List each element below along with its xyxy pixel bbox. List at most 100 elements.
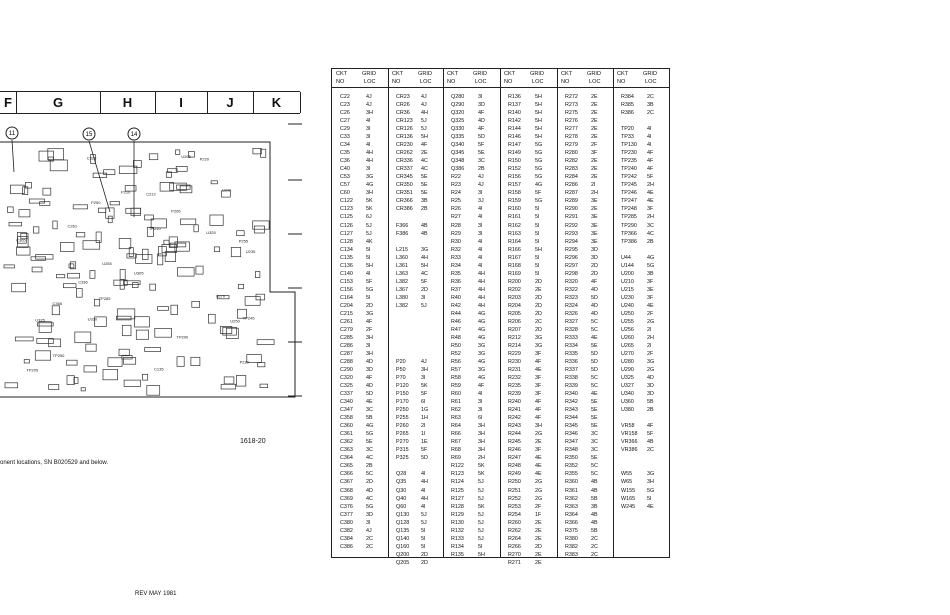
- grid-location: 5I: [535, 206, 540, 213]
- circuit-number: R56: [451, 359, 461, 365]
- grid-location: 2H: [647, 334, 654, 341]
- board-component: [176, 356, 185, 367]
- grid-location: 4E: [647, 503, 654, 510]
- board-component: [159, 182, 174, 192]
- board-component: [230, 247, 242, 258]
- grid-location: 5E: [366, 439, 373, 446]
- grid-location: 5E: [478, 150, 485, 157]
- circuit-number: Q60: [396, 503, 407, 510]
- circuit-number: Q345: [451, 150, 465, 157]
- grid-location: 5F: [535, 190, 542, 197]
- grid-location: 5H: [535, 134, 542, 141]
- circuit-number: R361: [565, 487, 578, 494]
- circuit-number: R251: [508, 487, 521, 494]
- grid-location: 3I: [366, 342, 371, 349]
- board-component: [116, 308, 136, 320]
- circuit-number: R125: [451, 487, 464, 494]
- board-component: [18, 209, 31, 218]
- circuit-number: R334: [565, 342, 578, 349]
- grid-location: 2D: [535, 543, 542, 550]
- circuit-number: C368: [340, 487, 353, 494]
- grid-location: 4I: [478, 391, 483, 398]
- circuit-number: P325: [396, 455, 409, 462]
- grid-location: 6J: [366, 214, 372, 221]
- grid-location: 4G: [366, 182, 374, 189]
- grid-location: 3H: [478, 439, 485, 446]
- board-component: [118, 165, 138, 174]
- circuit-number: R296: [565, 254, 578, 261]
- circuit-number: TP246: [621, 190, 637, 197]
- grid-location: 2B: [421, 206, 428, 213]
- header-no: NO: [504, 79, 513, 85]
- circuit-number: R134: [451, 543, 464, 550]
- grid-location: 5F: [366, 278, 373, 285]
- grid-location: 4H: [421, 479, 428, 486]
- circuit-number: R355: [565, 471, 578, 478]
- circuit-number: Q160: [396, 543, 410, 550]
- circuit-number: R160: [508, 206, 521, 213]
- circuit-number: R276: [565, 118, 578, 125]
- board-component: [133, 160, 142, 168]
- circuit-number: R291: [565, 214, 578, 221]
- circuit-number: U144: [621, 262, 634, 269]
- circuit-number: R214: [508, 342, 521, 349]
- grid-location: 5B: [591, 527, 598, 534]
- grid-location: 3F: [647, 294, 654, 301]
- grid-location: 3B: [421, 198, 428, 205]
- grid-location: 4F: [421, 142, 428, 149]
- circuit-number: L360: [396, 254, 408, 261]
- circuit-number: Q200: [396, 551, 410, 558]
- grid-location: 4G: [478, 310, 486, 317]
- grid-location: 3H: [478, 447, 485, 454]
- board-component: [174, 241, 190, 252]
- grid-location: 4J: [421, 94, 427, 100]
- grid-location: 3E: [591, 238, 598, 245]
- grid-location: 2D: [535, 294, 542, 301]
- grid-location: 2D: [421, 551, 428, 558]
- grid-location: 3C: [647, 222, 654, 229]
- grid-location: 2E: [535, 559, 542, 566]
- circuit-number: R35: [451, 270, 461, 277]
- grid-location: 2H: [591, 190, 598, 197]
- board-component: [132, 282, 139, 288]
- circuit-number: VR158: [621, 431, 638, 438]
- header-ckt: CKT: [336, 71, 348, 77]
- circuit-number: R250: [508, 479, 521, 486]
- grid-location: 4D: [647, 375, 654, 381]
- board-component: [103, 169, 116, 175]
- circuit-number: R162: [508, 222, 521, 229]
- circuit-number: CR336: [396, 158, 413, 165]
- grid-location: 5H: [535, 94, 542, 100]
- circuit-number: R344: [565, 415, 578, 422]
- grid-location: 4I: [366, 142, 371, 149]
- circuit-number: R37: [451, 286, 461, 293]
- header-loc: LOC: [475, 79, 487, 85]
- grid-location: 5C: [591, 463, 598, 470]
- grid-location: 3I: [421, 375, 426, 381]
- grid-location: 3E: [647, 286, 654, 293]
- circuit-number: C127: [340, 230, 353, 237]
- circuit-number: R280: [565, 150, 578, 157]
- grid-location: 4C: [647, 230, 654, 237]
- circuit-number: R287: [565, 190, 578, 197]
- circuit-number: R375: [565, 527, 578, 534]
- grid-location: 2G: [535, 479, 543, 486]
- grid-location: 5J: [478, 495, 484, 502]
- grid-location: 4G: [478, 359, 486, 365]
- grid-location: 1H: [421, 415, 428, 422]
- circuit-number: R383: [565, 551, 578, 558]
- grid-location: 2F: [647, 351, 654, 357]
- grid-location: 4C: [421, 270, 428, 277]
- circuit-number: C153: [340, 278, 353, 285]
- grid-location: 3I: [366, 126, 371, 133]
- circuit-number: C261: [340, 318, 353, 325]
- header-grid: GRID: [530, 71, 544, 77]
- grid-location: 3F: [535, 383, 542, 390]
- grid-location: 3G: [535, 342, 543, 349]
- grid-location: 2E: [535, 551, 542, 558]
- board-component: [175, 166, 188, 172]
- circuit-number: U250: [621, 310, 634, 317]
- circuit-number: P270: [396, 439, 409, 446]
- board-component: [255, 293, 266, 301]
